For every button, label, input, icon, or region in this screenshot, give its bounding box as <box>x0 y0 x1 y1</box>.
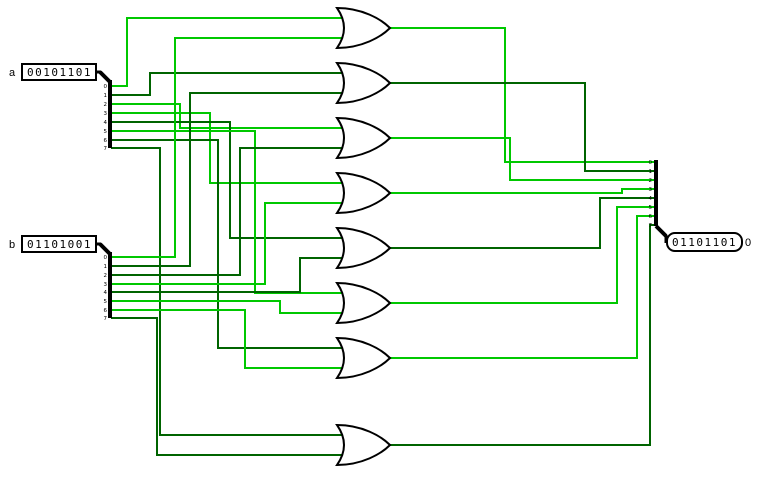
pin-number: 0 <box>104 84 108 90</box>
pin-number: 0 <box>104 255 108 261</box>
pin-number: 4 <box>649 196 653 202</box>
pin-number: 5 <box>104 129 108 135</box>
pin-number: 1 <box>104 264 108 270</box>
wire-a6[interactable] <box>111 139 344 349</box>
pin-number: 2 <box>104 102 108 108</box>
pin-number: 3 <box>104 111 108 117</box>
pin-number: 5 <box>649 205 653 211</box>
or-gate-3[interactable] <box>335 116 392 160</box>
output-pin[interactable]: 01101101 0 <box>666 232 751 252</box>
output-value: 01101101 <box>672 236 737 249</box>
pin-number: 1 <box>104 93 108 99</box>
or-gate-1[interactable] <box>335 6 392 50</box>
input-a-label: a <box>9 67 16 79</box>
pin-number: 3 <box>649 187 653 193</box>
combiner-out[interactable] <box>654 160 668 243</box>
pin-number: 1 <box>649 169 653 175</box>
pin-number: 4 <box>104 120 108 126</box>
wire-b5[interactable] <box>111 300 344 314</box>
wire-a2[interactable] <box>111 103 344 129</box>
splitter-a-pin-numbers: 0 1 2 3 4 5 6 7 <box>104 84 108 152</box>
or-gate-8[interactable] <box>335 423 392 467</box>
gate-output-wires <box>389 27 654 446</box>
wire-out2[interactable] <box>389 137 654 181</box>
or-gate-7[interactable] <box>335 336 392 380</box>
input-pin-a[interactable]: 00101101 a <box>9 63 97 81</box>
wire-b0[interactable] <box>111 37 344 258</box>
input-a-value: 00101101 <box>27 66 92 79</box>
pin-number: 6 <box>104 138 108 144</box>
input-b-value: 01101001 <box>27 238 92 251</box>
wire-out7[interactable] <box>389 224 654 446</box>
or-gate-4[interactable] <box>335 171 392 215</box>
or-gate-2[interactable] <box>335 61 392 105</box>
wire-out3[interactable] <box>389 188 654 194</box>
input-b-box[interactable] <box>21 235 97 253</box>
wire-out5[interactable] <box>389 206 654 304</box>
pin-number: 7 <box>649 223 653 229</box>
pin-number: 6 <box>649 214 653 220</box>
output-label: 0 <box>745 237 751 249</box>
pin-number: 2 <box>104 273 108 279</box>
wire-out1[interactable] <box>389 82 654 172</box>
pin-number: 7 <box>104 316 108 322</box>
wire-out6[interactable] <box>389 215 654 359</box>
wire-a4[interactable] <box>111 121 344 239</box>
input-b-label: b <box>9 239 15 251</box>
pin-number: 6 <box>104 308 108 314</box>
combiner-pin-numbers: 0 1 2 3 4 5 6 7 <box>649 160 653 229</box>
wire-a1[interactable] <box>111 72 344 96</box>
pin-number: 4 <box>104 290 108 296</box>
input-a-bit-wires <box>111 17 344 436</box>
pin-number: 3 <box>104 282 108 288</box>
wire-a0[interactable] <box>111 17 344 87</box>
or-gate-5[interactable] <box>335 226 392 270</box>
input-a-box[interactable] <box>21 63 97 81</box>
wire-b3[interactable] <box>111 202 344 285</box>
pin-number: 0 <box>649 160 653 166</box>
or-gates <box>335 6 392 467</box>
pin-number: 2 <box>649 178 653 184</box>
input-pin-b[interactable]: 01101001 b <box>9 235 97 253</box>
pin-number: 5 <box>104 299 108 305</box>
wire-a5[interactable] <box>111 130 344 294</box>
combiner-diagonal <box>654 224 668 238</box>
input-b-bit-wires <box>111 37 344 456</box>
wire-out0[interactable] <box>389 27 654 163</box>
wire-b6[interactable] <box>111 309 344 369</box>
wire-b1[interactable] <box>111 92 344 267</box>
or-gate-6[interactable] <box>335 281 392 325</box>
wire-out4[interactable] <box>389 197 654 249</box>
wire-a3[interactable] <box>111 112 344 184</box>
wire-b7[interactable] <box>111 317 344 456</box>
wire-b2[interactable] <box>111 147 344 276</box>
splitter-b-pin-numbers: 0 1 2 3 4 5 6 7 <box>104 255 108 322</box>
pin-number: 7 <box>104 146 108 152</box>
output-box[interactable] <box>666 232 743 252</box>
wire-b4[interactable] <box>111 257 344 293</box>
